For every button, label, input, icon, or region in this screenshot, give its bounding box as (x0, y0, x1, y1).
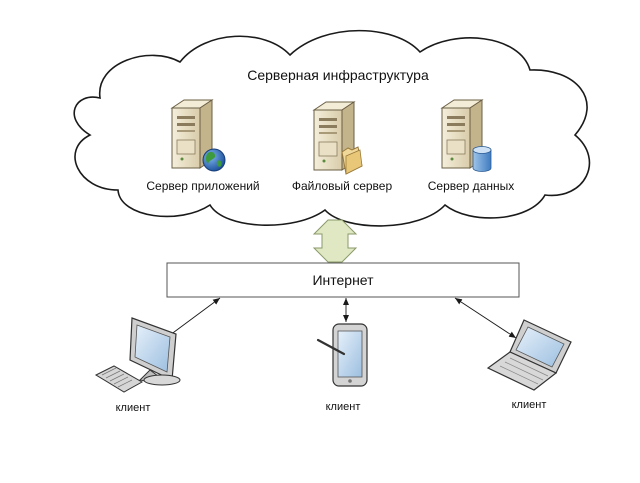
cloud-title: Серверная инфраструктура (247, 67, 429, 83)
client-desktop-label: клиент (116, 402, 151, 414)
laptop-icon (486, 319, 572, 391)
cloud-internet-arrow (312, 219, 358, 263)
client-laptop-label: клиент (512, 399, 547, 411)
internet-label: Интернет (312, 272, 374, 288)
connector-client-1 (165, 297, 221, 339)
globe-icon (202, 148, 226, 172)
client-tablet-label: клиент (326, 401, 361, 413)
server-application-label: Сервер приложений (146, 179, 259, 193)
database-icon (472, 146, 492, 172)
tablet-stylus-icon (316, 323, 368, 387)
folder-icon (341, 146, 363, 175)
desktop-computer-icon (94, 317, 181, 393)
server-data-label: Сервер данных (428, 179, 515, 193)
server-file-label: Файловый сервер (292, 179, 393, 193)
server-data-icon (440, 99, 484, 169)
internet-box (166, 262, 520, 298)
connector-client-3 (454, 297, 517, 339)
